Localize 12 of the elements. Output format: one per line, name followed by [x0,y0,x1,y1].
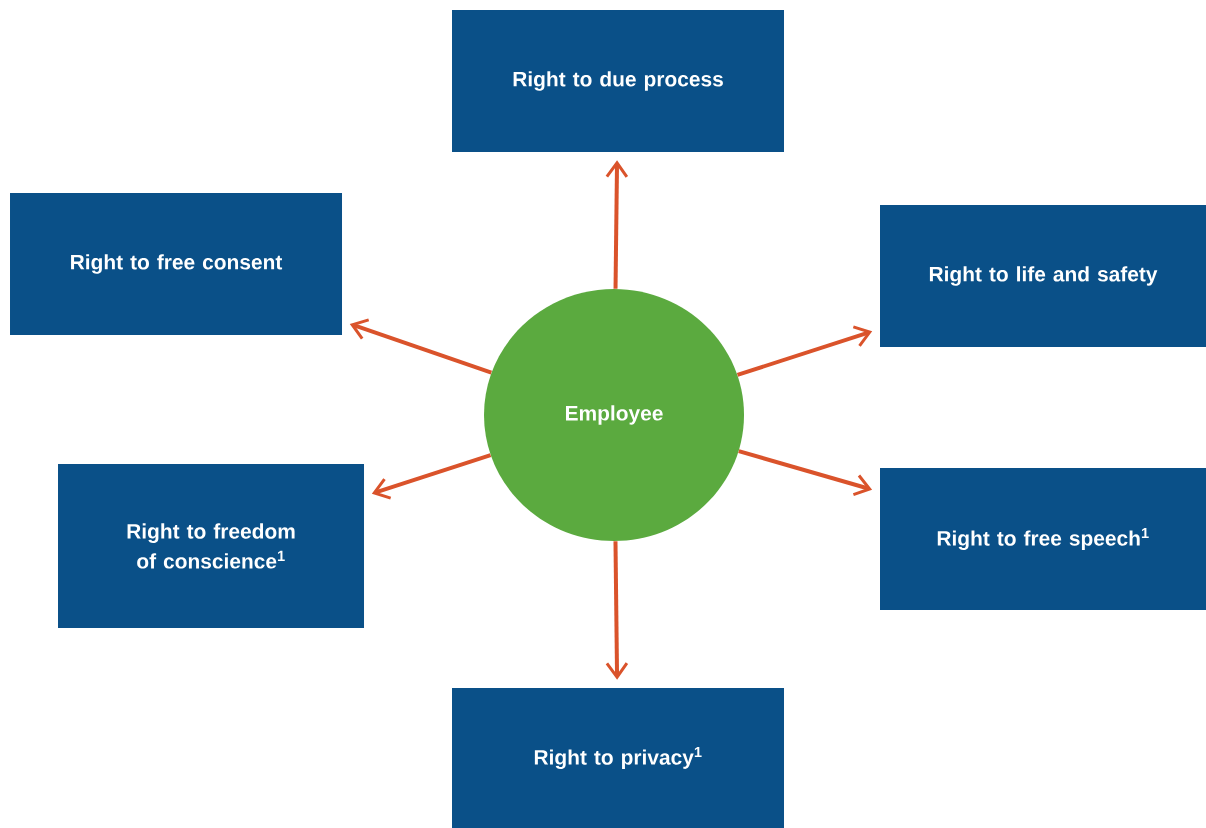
right-box: Right to free consent [10,193,342,335]
arrow [736,325,873,377]
arrow [605,160,629,289]
arrow [371,453,492,500]
right-box: Right to freedom of conscience$^{1}$ [58,464,364,628]
right-box: Right to life and safety [880,205,1206,347]
arrow [605,541,629,680]
right-box: Right to privacy$^{1}$ [452,688,784,828]
arrow [349,318,492,375]
arrow [738,449,873,497]
right-box: Right to due process [452,10,784,152]
right-box: Right to free speech$^{1}$ [880,468,1206,610]
